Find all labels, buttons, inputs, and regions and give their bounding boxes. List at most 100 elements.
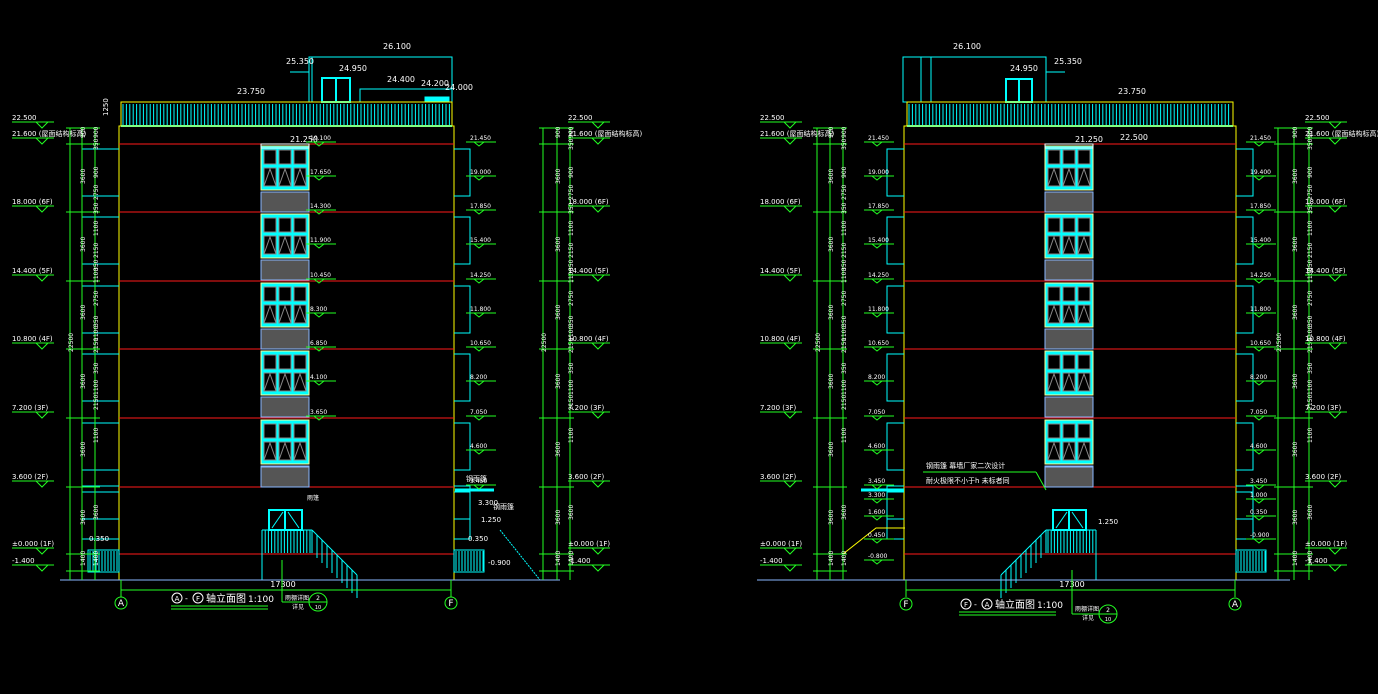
parapet-railing: [906, 101, 1234, 127]
window-pane: [1077, 149, 1091, 165]
level-label: 21.600 (屋面结构标高): [760, 129, 834, 138]
window-pane: [278, 167, 292, 187]
roof-stair-tower: [902, 56, 1065, 103]
level-triangle: [782, 205, 798, 213]
title-axis-to: F: [196, 595, 200, 603]
level-triangle: [590, 274, 606, 282]
level-triangle: [870, 346, 884, 352]
center-window-column: [260, 143, 310, 488]
level-triangle: [472, 346, 486, 352]
window-swing: [263, 167, 277, 187]
window-swing: [1047, 235, 1061, 255]
dim-label: 3600: [828, 442, 835, 457]
window-pane: [278, 372, 292, 392]
window-swing: [278, 304, 292, 324]
dim-label: 3600: [80, 237, 87, 252]
title-scale: 1:100: [248, 595, 274, 605]
spandrel-panel: [260, 259, 310, 281]
level-label: -1.400: [12, 557, 35, 565]
window-pane: [1077, 235, 1091, 255]
dim-label: 350: [568, 202, 575, 214]
window-bay: [454, 491, 471, 540]
window-bay: [81, 491, 119, 540]
level-label: 15.400: [470, 237, 491, 244]
window-pane: [293, 441, 307, 461]
dim-label: 1100: [841, 221, 848, 236]
window-pane: [1062, 167, 1076, 187]
railing-right: [453, 549, 485, 573]
side-window-bays: [81, 148, 471, 540]
window-bay: [81, 353, 119, 402]
detail-label-2: 详见: [1082, 614, 1094, 622]
level-label: 7.200 (3F): [1305, 404, 1341, 412]
dim-label: 350: [1307, 362, 1314, 374]
window-swing: [263, 441, 277, 461]
level-label: 10.800 (4F): [12, 335, 53, 343]
dim-label: 2150: [1307, 338, 1314, 353]
window-pane: [278, 354, 292, 370]
window-swing: [1047, 304, 1061, 324]
level-label: 26.100: [383, 42, 411, 51]
window-pane: [1047, 354, 1061, 370]
window-pane: [1077, 372, 1091, 392]
detail-sheet: 10: [1105, 617, 1111, 623]
level-label: -0.800: [868, 553, 888, 560]
window-bay: [81, 285, 119, 334]
dim-label: 3600: [80, 442, 87, 457]
level-label: 17.850: [1250, 203, 1271, 210]
window-bay: [1236, 148, 1254, 197]
dim-label: 3600: [828, 305, 835, 320]
level-label: 8.300: [310, 306, 327, 313]
level-label: ±0.000 (1F): [760, 540, 802, 548]
window-swing: [1062, 441, 1076, 461]
window-pane: [293, 235, 307, 255]
level-label: 3.300: [478, 499, 498, 507]
dim-label: 900: [1307, 126, 1314, 138]
axis-f-right[interactable]: F: [899, 580, 913, 611]
level-label: 0.350: [89, 535, 109, 543]
level-label: 18.000 (6F): [1305, 198, 1346, 206]
window-swing: [1077, 304, 1091, 324]
level-label: 24.950: [339, 64, 367, 73]
level-triangle: [870, 380, 884, 386]
title-axis-to: A: [985, 601, 990, 609]
dim-label: 3600: [1307, 505, 1314, 520]
level-label: 21.250: [290, 135, 318, 144]
level-label: 3.300: [868, 492, 885, 499]
window-swing: [263, 372, 277, 392]
level-label: 19.000: [470, 169, 491, 176]
window-bay: [886, 285, 904, 334]
level-triangle: [472, 175, 486, 181]
railing-left: [87, 549, 120, 573]
dim-label: 2150: [93, 395, 100, 410]
level-label: 3.450: [470, 478, 487, 485]
level-label: -1.400: [568, 557, 591, 565]
title-dash: -: [974, 600, 977, 609]
window-swing: [1062, 167, 1076, 187]
window-pane: [263, 372, 277, 392]
canopy-note: 钢雨篷: [493, 502, 514, 511]
dim-label: 1250: [102, 98, 110, 116]
detail-reference[interactable]: 2 10 雨棚详图 详见: [281, 560, 328, 612]
level-label: 7.200 (3F): [12, 404, 48, 412]
axis-a-right[interactable]: A: [1228, 580, 1242, 611]
level-triangle: [312, 209, 326, 215]
window-swing: [1047, 441, 1061, 461]
window-swing: [293, 441, 307, 461]
title-dash: -: [185, 594, 188, 603]
window-pane: [263, 423, 277, 439]
dim-label: 1100: [568, 326, 575, 341]
level-label: 11.900: [310, 237, 331, 244]
level-triangle: [590, 205, 606, 213]
detail-reference[interactable]: 2 10 雨棚详图 详见: [1071, 570, 1118, 624]
axis-a-left[interactable]: A: [114, 580, 128, 610]
window-pane: [1047, 372, 1061, 392]
axis-f-left[interactable]: F: [444, 580, 458, 610]
parapet-railing: [120, 101, 453, 127]
level-triangle: [34, 274, 50, 282]
window-pane: [278, 423, 292, 439]
window-swing: [293, 372, 307, 392]
level-label: -0.900: [488, 559, 511, 567]
level-triangle: [870, 141, 884, 147]
